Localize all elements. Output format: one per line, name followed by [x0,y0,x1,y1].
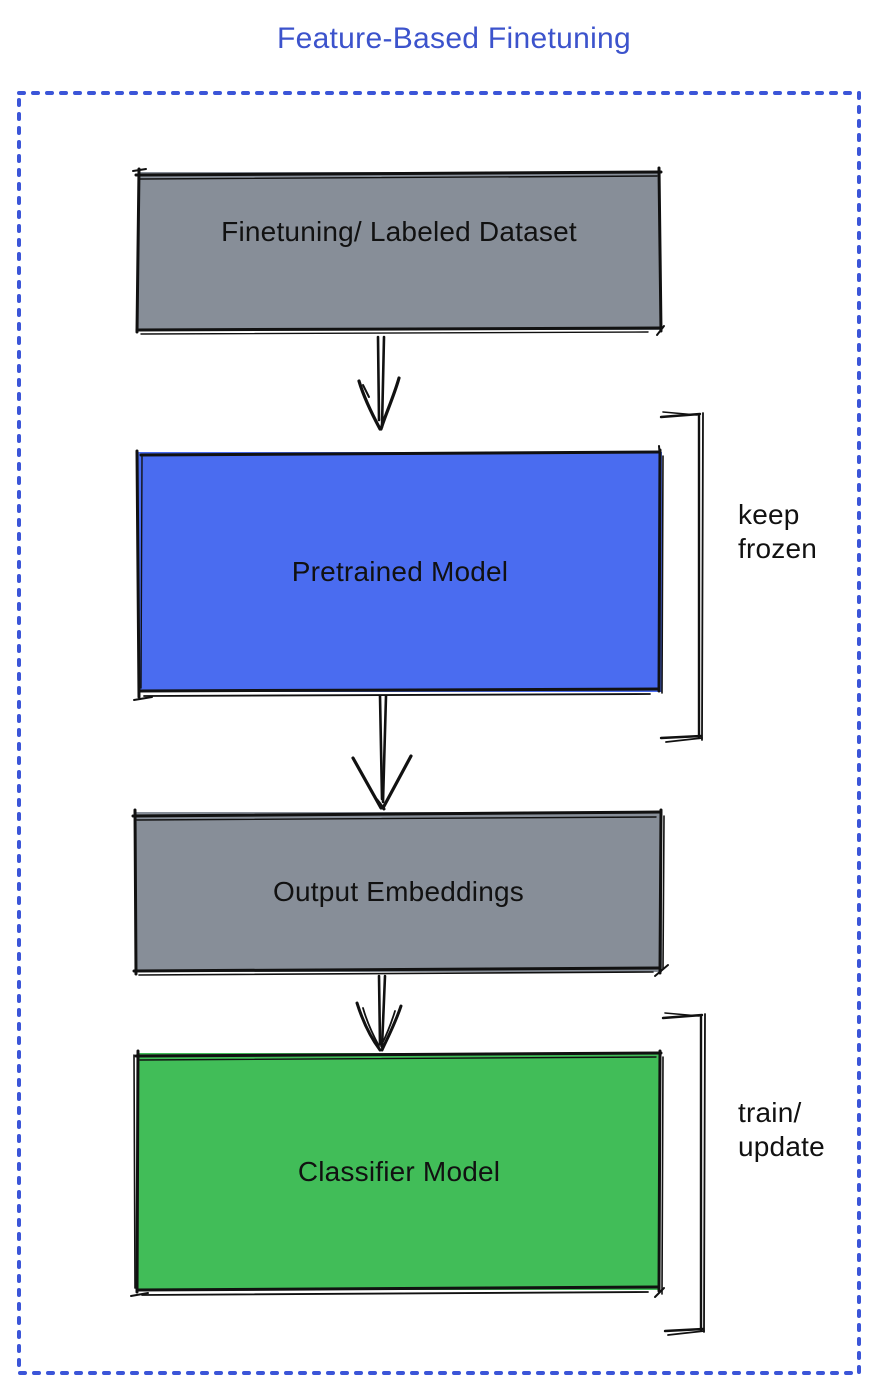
annotation-keep-frozen: keep frozen [738,499,818,564]
node-pretrained-label: Pretrained Model [291,556,509,587]
bracket-train-update-icon [661,1012,706,1336]
node-pretrained: Pretrained Model [138,452,662,692]
arrow-down-icon-1 [357,335,401,431]
page-title: Feature-Based Finetuning [276,22,632,55]
node-dataset-label: Finetuning/ Labeled Dataset [221,216,577,247]
node-embeddings-label: Output Embeddings [273,876,524,907]
arrow-down-icon-3 [355,974,403,1052]
node-dataset: Finetuning/ Labeled Dataset [138,172,660,330]
node-embeddings: Output Embeddings [135,812,662,972]
node-classifier-label: Classifier Model [297,1155,501,1187]
bracket-keep-frozen-icon [659,411,704,743]
node-classifier: Classifier Model [138,1053,660,1290]
arrow-down-icon-2 [351,694,413,811]
annotation-train-update: train/ update [738,1097,825,1162]
